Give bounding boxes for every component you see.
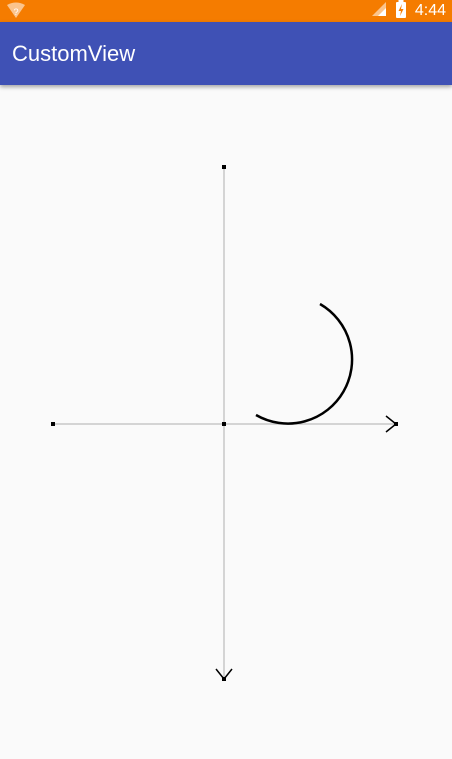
status-icons: 4:44 [371,0,446,22]
battery-charging-icon [395,0,407,23]
signal-icon [371,1,387,22]
top-end-point [222,165,226,169]
app-title: CustomView [12,41,136,66]
drawing-surface [51,165,398,681]
x-axis-arrow-icon [385,415,398,433]
status-bar: ? 4:44 [0,0,452,22]
left-end-point [51,422,55,426]
svg-text:?: ? [13,7,18,17]
app-bar: CustomView [0,22,452,85]
y-axis-arrow-icon [215,668,233,681]
status-clock: 4:44 [414,2,446,19]
origin-point [222,422,226,426]
custom-view-canvas [0,85,452,759]
wifi-unknown-icon: ? [6,2,26,20]
arc-curve [255,302,354,425]
